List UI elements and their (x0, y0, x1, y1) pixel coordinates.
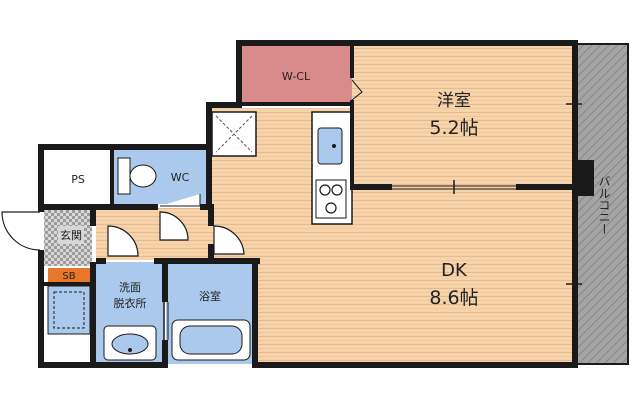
kitchen-sink-icon (317, 127, 343, 165)
walls (38, 40, 578, 368)
balcony-pillar (574, 160, 594, 196)
western-room-area: 5.2帖 (429, 117, 478, 139)
shoe-box-label: SB (62, 271, 75, 282)
western-room-label: 洋室 (437, 91, 471, 111)
bathroom-label: 浴室 (199, 289, 221, 303)
walk-in-closet-label: W-CL (282, 70, 311, 83)
bathtub-icon (171, 319, 251, 361)
dining-kitchen-floor (212, 108, 574, 364)
entrance-door-swing (1, 211, 41, 251)
washbasin-icon (103, 325, 157, 361)
washroom-label-line2: 脱衣所 (114, 296, 147, 310)
washing-machine-space (47, 285, 91, 335)
shoe-box (48, 268, 90, 282)
dining-kitchen-area: 8.6帖 (429, 287, 478, 309)
doors (107, 46, 582, 362)
toilet-label: WC (171, 171, 190, 184)
toilet-icon (117, 157, 157, 195)
entrance-label: 玄関 (60, 228, 82, 242)
dining-kitchen-label: DK (441, 260, 468, 281)
balcony (575, 43, 629, 365)
pipe-space (44, 150, 112, 206)
washroom-label-line1: 洗面 (119, 281, 141, 294)
stove-icon (315, 179, 347, 219)
balcony-label: バルコニー (597, 175, 611, 235)
walk-in-closet (240, 46, 352, 104)
pipe-space-label: PS (71, 173, 85, 186)
